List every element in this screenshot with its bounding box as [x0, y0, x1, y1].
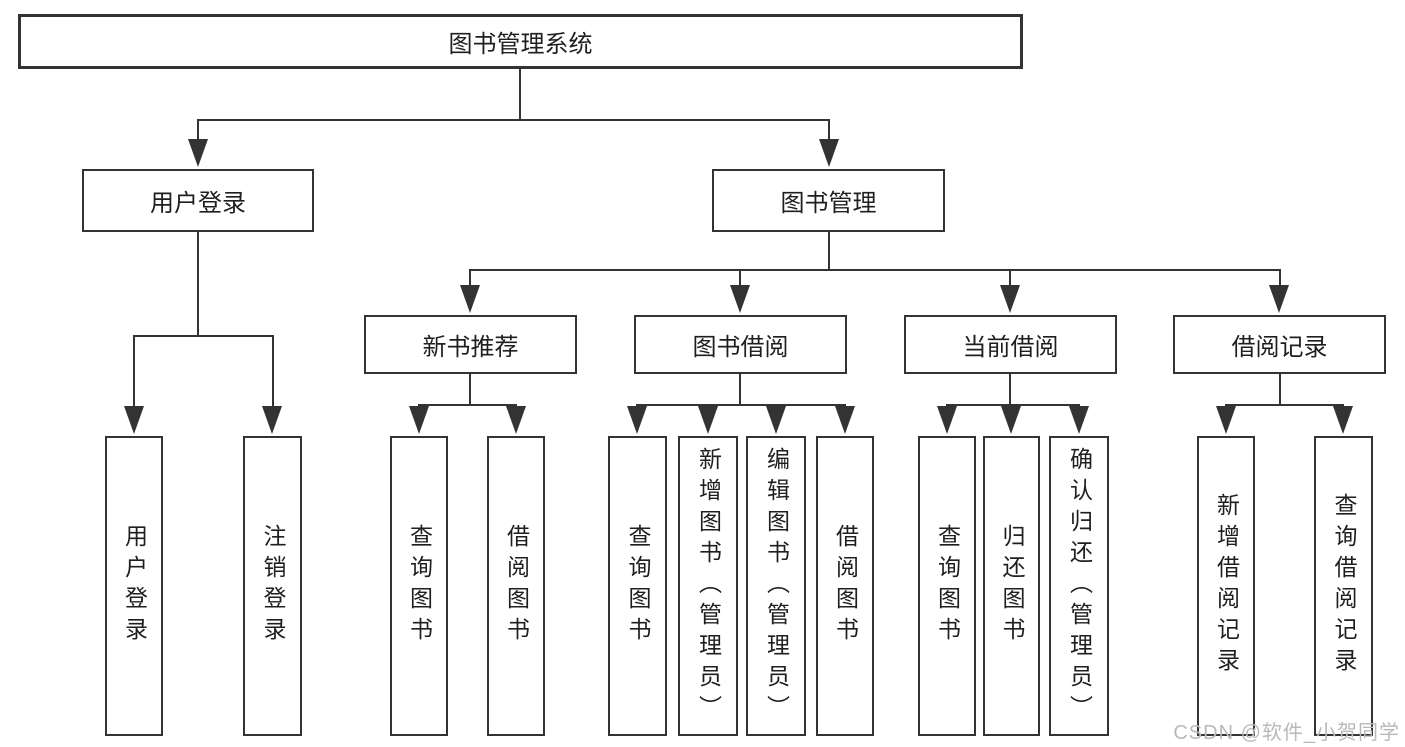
- edge-stem-records: [1279, 269, 1281, 289]
- node-label: 借阅图书: [832, 524, 859, 648]
- node-leaf-current-return-book: 归还图书: [983, 436, 1040, 736]
- node-new-book-recommend: 新书推荐: [364, 315, 577, 374]
- node-leaf-records-add-record: 新增借阅记录: [1197, 436, 1255, 736]
- arrow-down-head: [937, 406, 957, 434]
- node-leaf-borrow-query-book: 查询图书: [608, 436, 667, 736]
- node-label: 确认归还（管理员）: [1066, 446, 1093, 726]
- node-current-borrow: 当前借阅: [904, 315, 1117, 374]
- node-borrow-records: 借阅记录: [1173, 315, 1386, 374]
- node-leaf-records-query-record: 查询借阅记录: [1314, 436, 1373, 736]
- node-label: 新增借阅记录: [1213, 493, 1240, 679]
- node-label: 查询图书: [406, 524, 433, 648]
- arrow-down-head: [262, 406, 282, 434]
- node-label: 归还图书: [999, 524, 1025, 648]
- node-label: 查询图书: [934, 524, 961, 648]
- node-label: 当前借阅: [962, 334, 1059, 361]
- edge-mgmt-trunk: [828, 232, 830, 271]
- node-leaf-user-login: 用户登录: [105, 436, 163, 736]
- edge-stem-book-mgmt: [828, 119, 830, 143]
- arrow-down-head: [730, 285, 750, 313]
- arrow-down-head: [460, 285, 480, 313]
- edge-recommend-trunk: [469, 374, 471, 405]
- node-leaf-borrow-add-book-admin: 新增图书（管理员）: [678, 436, 738, 736]
- arrow-down-head: [627, 406, 647, 434]
- edge-borrow-trunk: [739, 374, 741, 405]
- node-label: 借阅图书: [503, 524, 530, 648]
- arrow-down-head: [506, 406, 526, 434]
- node-label: 图书借阅: [692, 334, 789, 361]
- node-leaf-borrow-edit-book-admin: 编辑图书（管理员）: [746, 436, 806, 736]
- node-label: 注销登录: [260, 524, 286, 648]
- node-label: 图书管理: [780, 190, 877, 217]
- node-leaf-recommend-query-book: 查询图书: [390, 436, 448, 736]
- node-label: 新书推荐: [422, 334, 519, 361]
- edge-records-rail: [1226, 404, 1344, 406]
- node-leaf-current-confirm-return-admin: 确认归还（管理员）: [1049, 436, 1109, 736]
- edge-current-rail: [947, 404, 1080, 406]
- arrow-down-head: [1001, 406, 1021, 434]
- arrow-down-head: [1000, 285, 1020, 313]
- node-label: 用户登录: [150, 190, 246, 217]
- node-label: 用户登录: [121, 524, 148, 648]
- edge-login-trunk: [197, 232, 199, 336]
- node-book-borrow: 图书借阅: [634, 315, 847, 374]
- edge-borrow-rail: [637, 404, 845, 406]
- arrow-down-head: [698, 406, 718, 434]
- arrow-down-head: [1333, 406, 1353, 434]
- node-label: 图书管理系统: [448, 31, 593, 58]
- arrow-down-head: [188, 139, 208, 167]
- csdn-watermark: CSDN @软件_小贺同学: [1173, 722, 1400, 744]
- edge-root-trunk: [519, 69, 521, 120]
- node-label: 编辑图书（管理员）: [763, 446, 790, 726]
- node-user-login: 用户登录: [82, 169, 314, 232]
- arrow-down-head: [766, 406, 786, 434]
- arrow-down-head: [1216, 406, 1236, 434]
- edge-level3-rail: [470, 269, 1280, 271]
- arrow-down-head: [1069, 406, 1089, 434]
- edge-level2-rail: [197, 119, 830, 121]
- node-leaf-logout: 注销登录: [243, 436, 302, 736]
- node-leaf-recommend-borrow-book: 借阅图书: [487, 436, 545, 736]
- node-label: 借阅记录: [1231, 334, 1328, 361]
- edge-stem-borrow: [739, 269, 741, 289]
- edge-current-trunk: [1009, 374, 1011, 405]
- arrow-down-head: [124, 406, 144, 434]
- node-leaf-borrow-borrow-book: 借阅图书: [816, 436, 874, 736]
- edge-stem-recommend: [469, 269, 471, 289]
- edge-login-rail: [133, 335, 274, 337]
- node-label: 查询图书: [625, 524, 651, 648]
- node-system-root: 图书管理系统: [18, 14, 1023, 69]
- edge-recommend-rail: [419, 404, 517, 406]
- node-label: 查询借阅记录: [1331, 493, 1357, 679]
- edge-stem-current: [1009, 269, 1011, 289]
- arrow-down-head: [1269, 285, 1289, 313]
- edge-records-trunk: [1279, 374, 1281, 405]
- arrow-down-head: [819, 139, 839, 167]
- arrow-down-head: [409, 406, 429, 434]
- edge-stem-leaf-logout: [272, 335, 274, 407]
- node-book-mgmt: 图书管理: [712, 169, 945, 232]
- edge-stem-leaf-login: [133, 335, 135, 407]
- edge-stem-user-login: [197, 119, 199, 143]
- arrow-down-head: [835, 406, 855, 434]
- node-leaf-current-query-book: 查询图书: [918, 436, 976, 736]
- node-label: 新增图书（管理员）: [695, 446, 722, 726]
